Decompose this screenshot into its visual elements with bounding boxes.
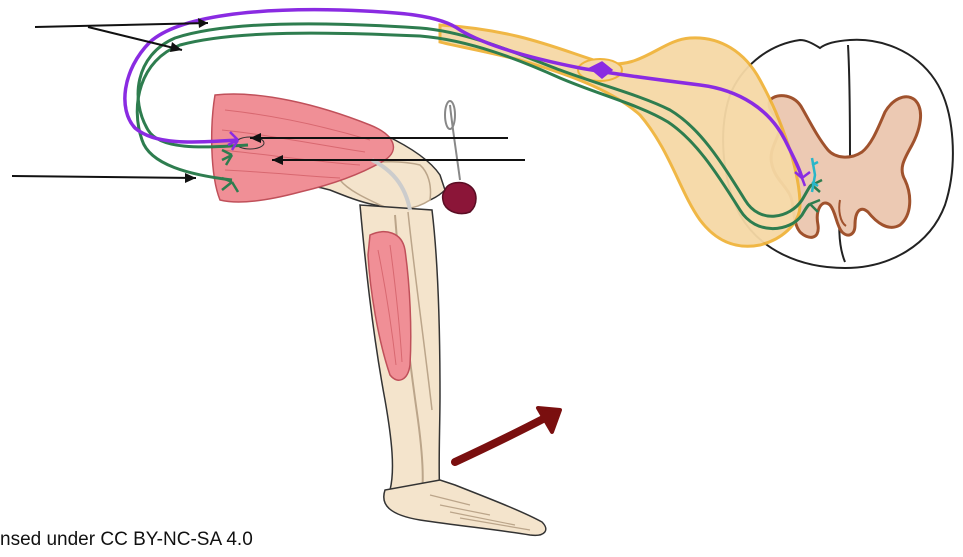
pointer-sensory-ending	[12, 173, 196, 183]
kick-motion-arrow	[455, 408, 560, 462]
motion-arrow-shaft	[455, 418, 545, 462]
hammer-head	[443, 183, 476, 214]
reflex-hammer	[443, 101, 476, 214]
foot	[384, 480, 546, 535]
nerve-sheath	[440, 25, 800, 246]
license-caption: nsed under CC BY-NC-SA 4.0	[0, 529, 253, 551]
calf-muscle	[368, 232, 411, 380]
